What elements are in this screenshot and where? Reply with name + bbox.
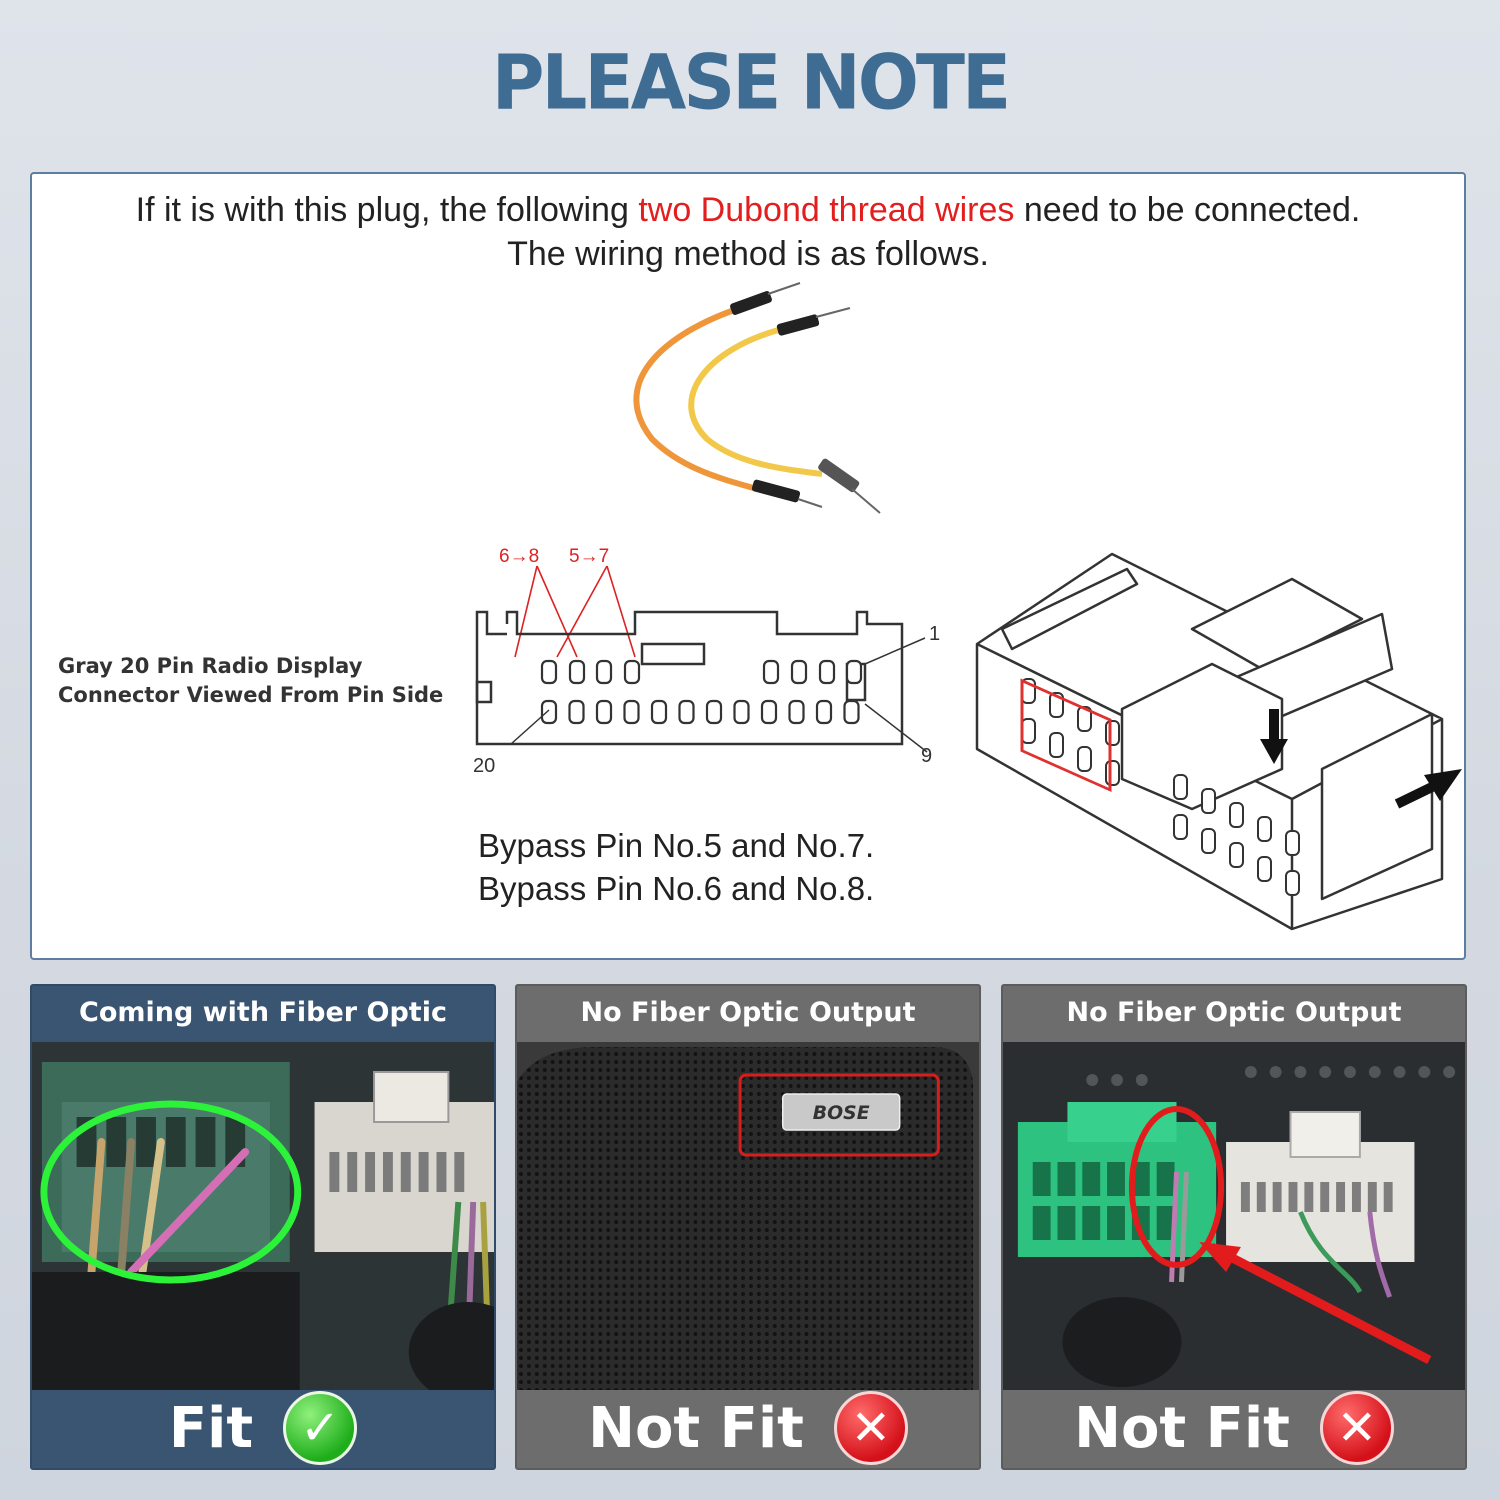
connector-pin	[678, 699, 695, 725]
iso-connector-pin	[1077, 746, 1092, 772]
fit-card: Coming with Fiber Optic Output	[30, 984, 496, 1470]
connector-pin	[705, 699, 723, 725]
pin-20-label: 20	[473, 755, 495, 777]
bypass-line2: Bypass Pin No.6 and No.8.	[478, 870, 875, 907]
iso-connector-pin	[1229, 842, 1244, 868]
card-result: Fit ✓	[32, 1388, 494, 1468]
connector-pin	[540, 699, 558, 725]
result-label: Not Fit	[588, 1395, 804, 1461]
iso-connector-pin	[1229, 802, 1244, 828]
jumper-label-6-8: 6→8	[499, 546, 539, 567]
connector-label-line2: Connector Viewed From Pin Side	[58, 683, 444, 707]
connector-pin	[845, 659, 863, 685]
connector-pin	[843, 699, 860, 725]
connector-pin	[788, 699, 805, 725]
connector-pin	[595, 699, 613, 725]
intro-part1: If it is with this plug, the following	[135, 191, 639, 229]
iso-connector-pin	[1105, 720, 1120, 746]
no-fiber-connector-photo	[1003, 1042, 1465, 1390]
cross-icon: ✕	[833, 1391, 908, 1465]
iso-connector-pin	[1285, 870, 1300, 896]
connector-pin	[568, 699, 585, 725]
pin-1-label: 1	[929, 623, 940, 645]
wiring-instructions-panel: If it is with this plug, the following t…	[30, 172, 1466, 960]
bypass-instructions: Bypass Pin No.5 and No.7. Bypass Pin No.…	[478, 824, 874, 910]
iso-connector-pin	[1173, 814, 1188, 840]
bose-logo: BOSE	[813, 1102, 870, 1124]
intro-part2: need to be connected.	[1014, 191, 1361, 229]
check-icon: ✓	[283, 1391, 358, 1465]
connector-pin	[623, 659, 641, 685]
iso-connector-pin	[1257, 856, 1272, 882]
result-label: Fit	[168, 1395, 254, 1461]
connector-pin	[623, 699, 640, 725]
connector-pin	[733, 699, 750, 725]
iso-connector-pin	[1049, 732, 1064, 758]
connector-pin	[595, 659, 613, 685]
bypass-line1: Bypass Pin No.5 and No.7.	[478, 827, 875, 864]
iso-connector-pin	[1257, 816, 1272, 842]
card-result: Not Fit ✕	[1003, 1388, 1465, 1468]
intro-highlight: two Dubond thread wires	[638, 191, 1015, 229]
connector-pin-diagram: 6→8 5→7 1 9 20	[473, 546, 940, 777]
connector-pin	[815, 699, 833, 725]
cross-icon: ✕	[1319, 1391, 1394, 1465]
card-header: No Fiber Optic Output	[580, 997, 916, 1028]
iso-connector-pin	[1285, 830, 1300, 856]
connector-label: Gray 20 Pin Radio Display Connector View…	[58, 652, 443, 710]
pin-9-label: 9	[921, 745, 932, 767]
iso-connector-pin	[1105, 760, 1120, 786]
card-result: Not Fit ✕	[517, 1388, 979, 1468]
card-header: No Fiber Optic Output	[1066, 997, 1402, 1028]
not-fit-card-connector: No Fiber Optic Output	[1001, 984, 1467, 1470]
card-header: Coming with Fiber Optic Output	[79, 997, 447, 1082]
iso-connector-pin	[1021, 718, 1036, 744]
intro-line2: The wiring method is as follows.	[507, 235, 989, 273]
connector-pin	[568, 659, 586, 685]
iso-connector-pin	[1201, 828, 1216, 854]
jumper-wires-image	[633, 282, 881, 514]
connector-pin	[818, 659, 836, 685]
connector-pin	[762, 659, 780, 685]
connector-pin	[790, 659, 808, 685]
connector-isometric-drawing: 1	[975, 552, 1462, 931]
intro-text: If it is with this plug, the following t…	[32, 188, 1464, 276]
connector-label-line1: Gray 20 Pin Radio Display	[58, 654, 363, 678]
connector-pin	[650, 699, 668, 725]
fiber-optic-connector-photo	[32, 1042, 494, 1390]
connector-pin	[540, 659, 558, 685]
result-label: Not Fit	[1074, 1395, 1290, 1461]
not-fit-card-bose: No Fiber Optic Output BOSE Not Fit ✕	[515, 984, 981, 1470]
page-heading: PLEASE NOTE	[491, 37, 1011, 127]
jumper-label-5-7: 5→7	[569, 546, 609, 567]
connector-pin	[760, 699, 778, 725]
iso-connector-pin	[1077, 706, 1092, 732]
bose-speaker-photo: BOSE	[517, 1042, 979, 1390]
iso-connector-pin	[1201, 788, 1216, 814]
iso-connector-pin	[1173, 774, 1188, 800]
